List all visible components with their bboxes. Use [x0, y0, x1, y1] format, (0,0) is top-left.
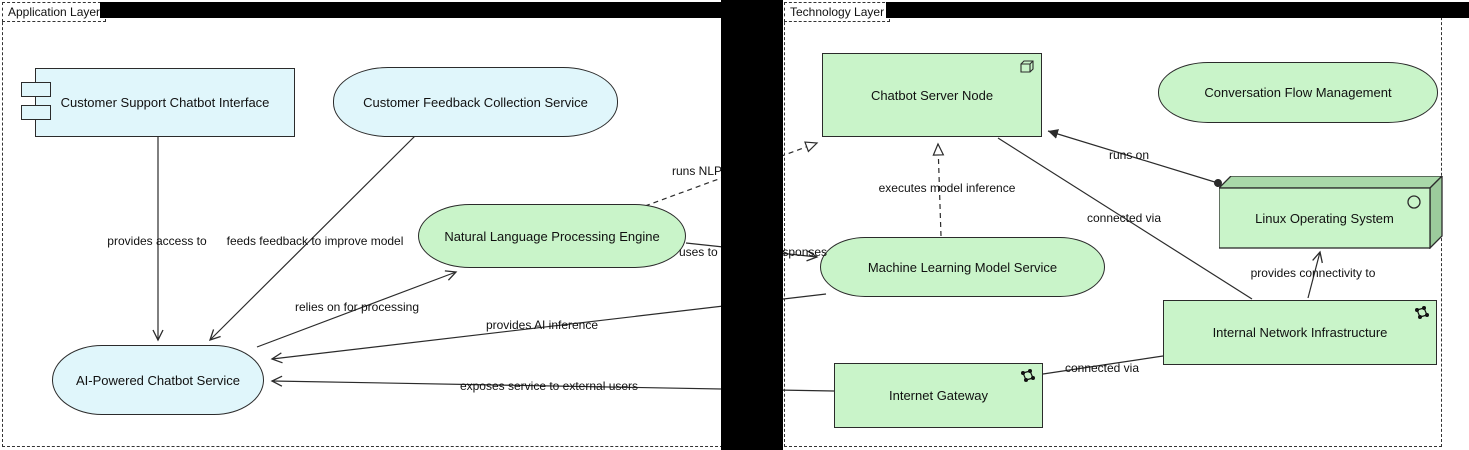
edge-label-relies-on: relies on for processing [294, 300, 420, 314]
edge-connected-via-node [997, 137, 1253, 300]
node-natural-language-processing-engine[interactable]: Natural Language Processing Engine [418, 204, 686, 268]
node-label: Customer Support Chatbot Interface [60, 95, 270, 110]
edge-label-runs-nlp: runs NLP [671, 164, 722, 178]
technology-layer-label: Technology Layer [784, 2, 891, 22]
node-label: Chatbot Server Node [870, 87, 994, 103]
node-label: Natural Language Processing Engine [444, 228, 660, 244]
edge-label-provides-connectivity: provides connectivity to [1250, 266, 1376, 280]
edge-provides-connectivity [1307, 250, 1323, 299]
cube-icon [1020, 60, 1034, 73]
redaction-bar-left-top [100, 2, 721, 18]
edge-executes-inference [932, 142, 945, 237]
node-ai-powered-chatbot-service[interactable]: AI-Powered Chatbot Service [52, 345, 264, 415]
node-label: Conversation Flow Management [1204, 85, 1392, 100]
node-label: Customer Feedback Collection Service [363, 94, 588, 110]
edge-label-connected-via-node: connected via [1086, 211, 1162, 225]
node-internal-network-infrastructure[interactable]: Internal Network Infrastructure [1163, 300, 1437, 365]
node-label: Internet Gateway [889, 388, 988, 403]
component-tab-icon [21, 105, 51, 120]
edge-label-feeds-feedback: feeds feedback to improve model [226, 234, 404, 248]
node-linux-operating-system[interactable]: Linux Operating System [1217, 174, 1444, 250]
node-label: Machine Learning Model Service [867, 259, 1058, 275]
edge-label-runs-on: runs on [1108, 148, 1150, 162]
node-internet-gateway[interactable]: Internet Gateway [834, 363, 1043, 428]
edge-feeds-feedback [208, 130, 421, 342]
node-customer-feedback-collection-service[interactable]: Customer Feedback Collection Service [333, 67, 618, 137]
edge-connected-via-gateway [1042, 355, 1164, 375]
network-icon [1415, 306, 1429, 319]
edge-relies-on [256, 270, 458, 348]
node-conversation-flow-management[interactable]: Conversation Flow Management [1158, 62, 1438, 123]
edge-label-provides-access: provides access to [107, 234, 207, 248]
network-icon [1021, 369, 1035, 382]
edge-label-provides-ai: provides AI inference [485, 318, 599, 332]
node-label: Linux Operating System [1255, 210, 1394, 226]
component-tab-icon [21, 82, 51, 97]
node-customer-support-chatbot-interface[interactable]: Customer Support Chatbot Interface [35, 68, 295, 137]
node-machine-learning-model-service[interactable]: Machine Learning Model Service [820, 237, 1105, 297]
node-label: Internal Network Infrastructure [1212, 325, 1388, 340]
node-label: AI-Powered Chatbot Service [75, 372, 241, 388]
edge-label-connected-via-gateway: connected via [1064, 361, 1140, 375]
3d-box-shape [1217, 174, 1444, 250]
circle-icon [1407, 195, 1421, 209]
node-chatbot-server-node[interactable]: Chatbot Server Node [822, 53, 1042, 137]
redaction-bar-right-top [886, 2, 1469, 18]
application-layer-label: Application Layer [2, 2, 107, 22]
redaction-band-center [721, 0, 783, 450]
edge-label-exposes-service: exposes service to external users [459, 379, 639, 393]
edge-label-executes-inference: executes model inference [878, 181, 1016, 195]
edge-runs-on [1047, 129, 1222, 187]
